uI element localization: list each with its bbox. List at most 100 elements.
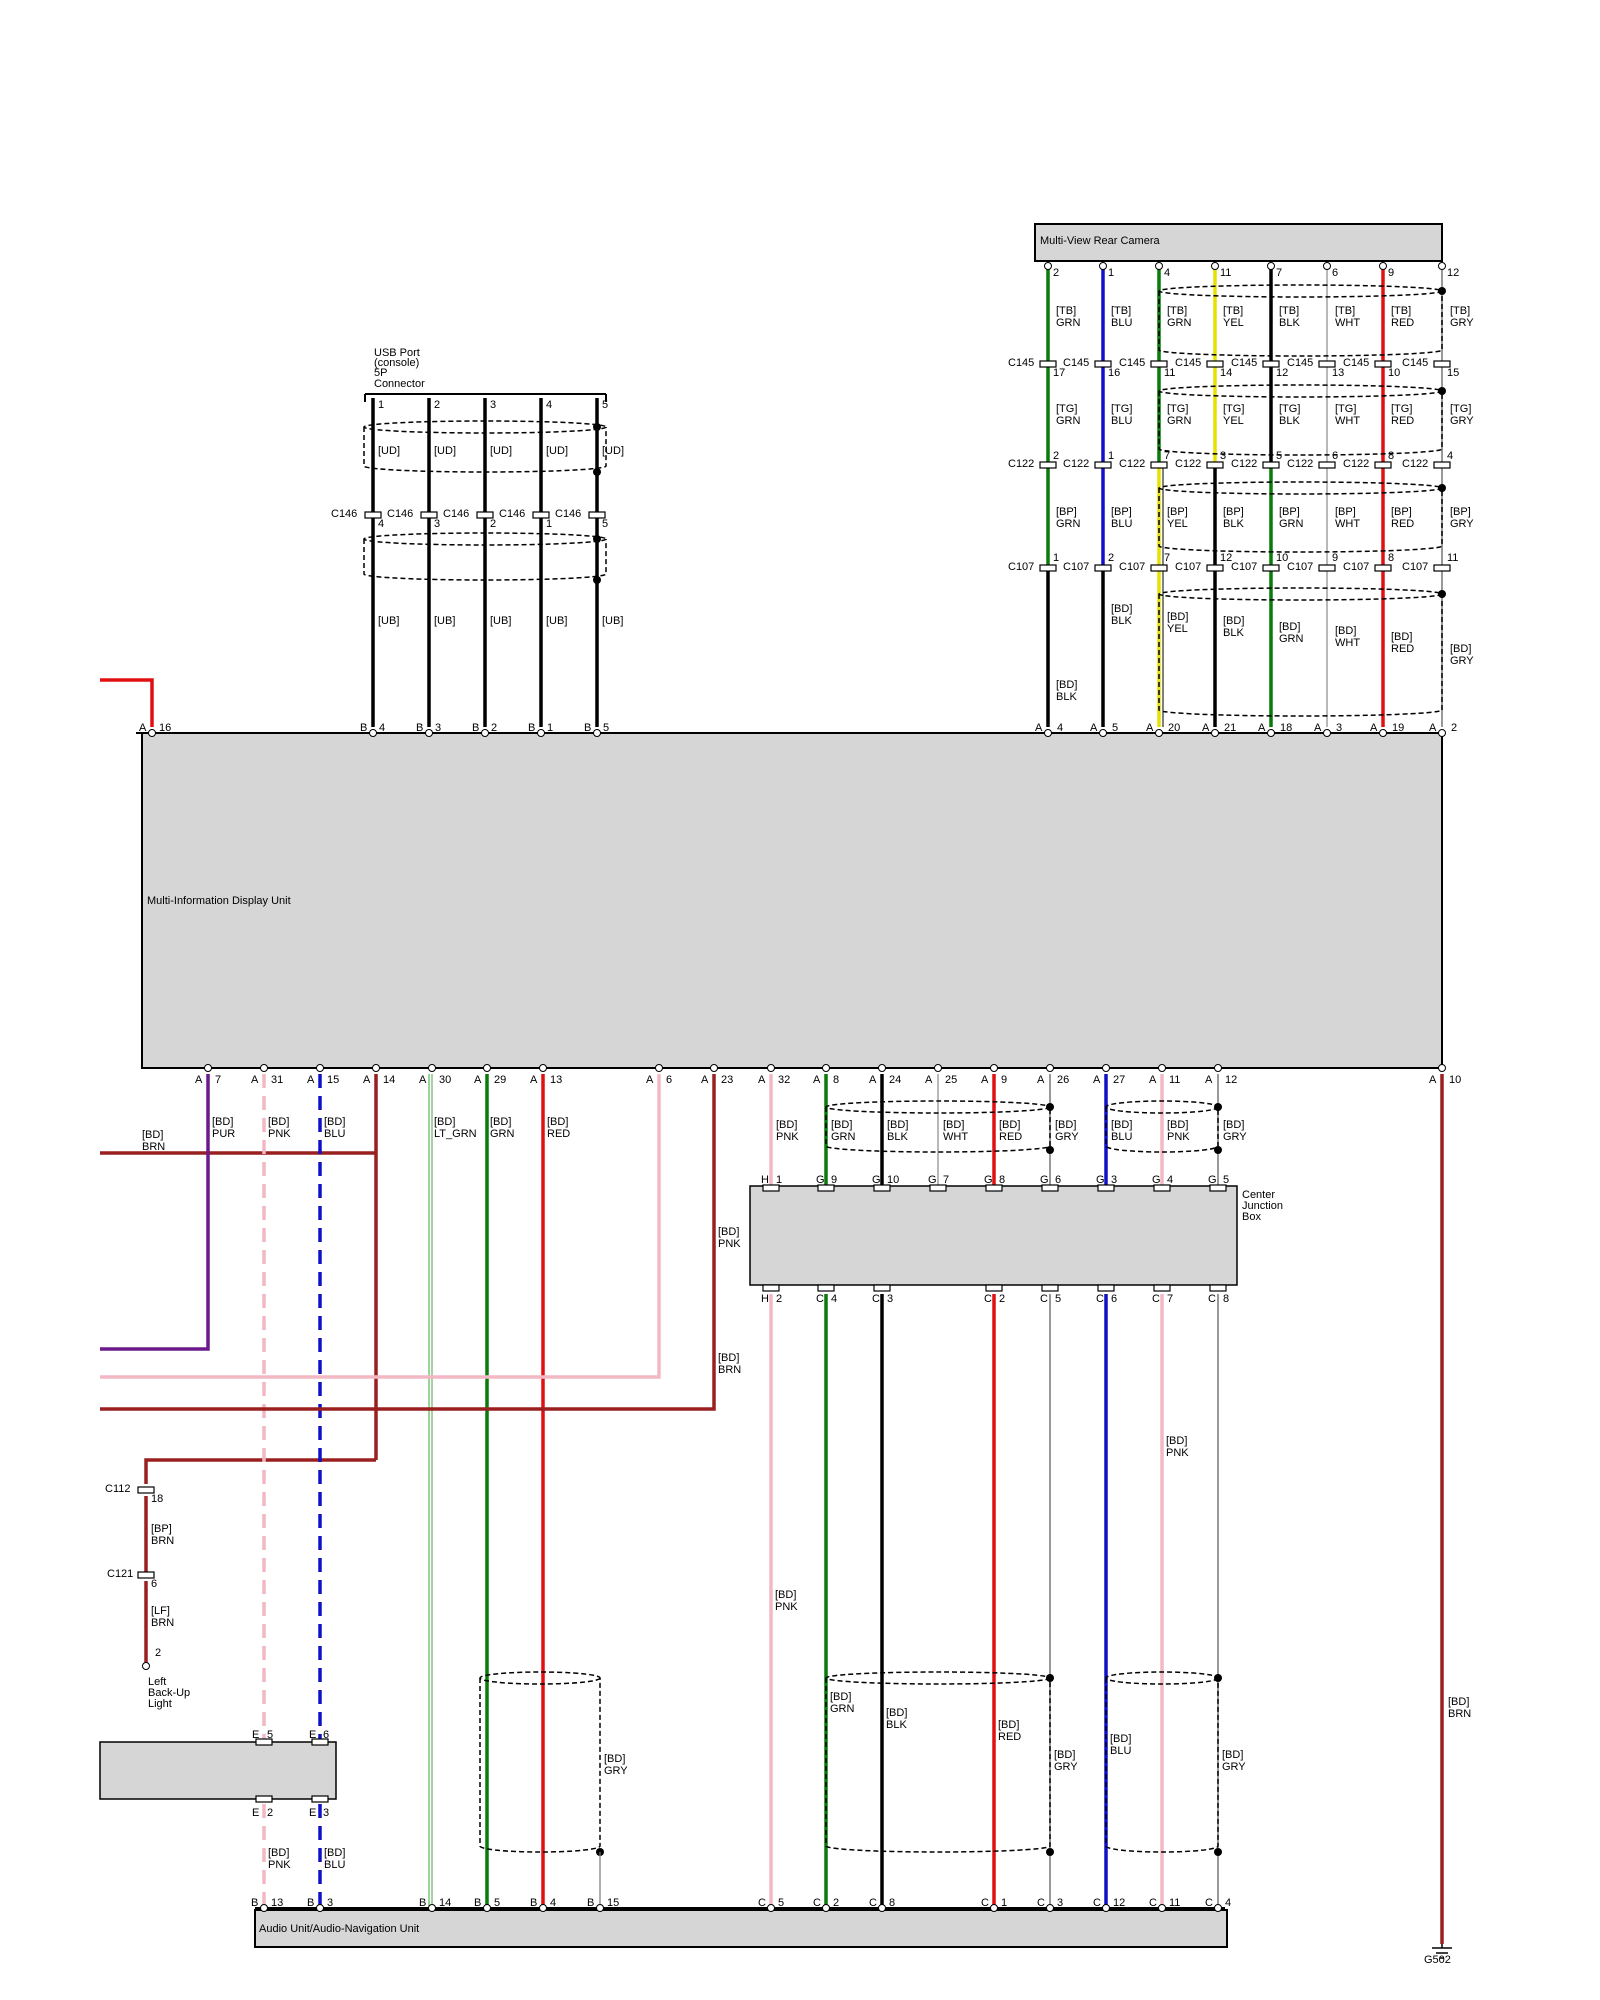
c145-pin: [1433, 360, 1451, 368]
usb-pin-number: 5: [602, 399, 608, 411]
c145-pin-number: 15: [1447, 367, 1459, 379]
bottom-wire-label: RED: [998, 1731, 1021, 1743]
camera-seg4-label: [BD]: [1223, 615, 1244, 627]
c122-pin-number: 3: [1220, 450, 1226, 462]
midu-conn-letter: B: [584, 722, 591, 734]
midu-terminal: [1044, 729, 1052, 737]
e-conn-bottom-pin: [311, 1795, 329, 1803]
c122-pin-number: 2: [1053, 450, 1059, 462]
camera-seg4-label: [BD]: [1450, 643, 1471, 655]
lower-wire-label: [BD]: [142, 1129, 163, 1141]
audio-terminal: [822, 1904, 830, 1912]
audio-pin-number: 1: [1001, 1897, 1007, 1909]
audio-terminal: [483, 1904, 491, 1912]
audio-pin-number: 15: [607, 1897, 619, 1909]
camera-seg2-label: BLK: [1279, 415, 1300, 427]
cjb-conn-letter: G: [816, 1174, 825, 1186]
audio-pin-number: 13: [271, 1897, 283, 1909]
c145-label: C145: [1063, 357, 1089, 369]
midu-conn-letter: A: [758, 1074, 766, 1086]
midu-terminal: [1211, 729, 1219, 737]
cjb-conn-letter: C: [872, 1293, 880, 1305]
backup-light-label-3: Light: [148, 1698, 172, 1710]
bottom-wire-label: GRY: [1222, 1761, 1246, 1773]
camera-seg3-label: RED: [1391, 518, 1414, 530]
midu-bottom-terminal: [767, 1064, 775, 1072]
midu-bottom-terminal: [878, 1064, 886, 1072]
audio-pin-number: 4: [550, 1897, 556, 1909]
c145-pin-number: 10: [1388, 367, 1400, 379]
midu-pin-number: 8: [833, 1074, 839, 1086]
cjb-pin-number: 4: [831, 1293, 837, 1305]
audio-pin-number: 3: [327, 1897, 333, 1909]
c122-label: C122: [1008, 458, 1034, 470]
midu-conn-letter: A: [1090, 722, 1098, 734]
c107-pin: [1206, 564, 1224, 572]
audio-conn-letter: C: [1037, 1897, 1045, 1909]
midu-conn-letter: B: [416, 722, 423, 734]
c107-pin-number: 8: [1388, 552, 1394, 564]
c145-pin-number: 17: [1053, 367, 1065, 379]
c145-pin-number: 16: [1108, 367, 1120, 379]
multi-information-display-unit: Multi-Information Display Unit: [136, 732, 1443, 1069]
c122-label: C122: [1231, 458, 1257, 470]
midu-pin-number: 14: [383, 1074, 395, 1086]
c122-pin-number: 7: [1164, 450, 1170, 462]
midu-terminal: [1099, 729, 1107, 737]
midu-conn-letter: A: [1429, 722, 1437, 734]
camera-seg4-label: [BD]: [1167, 611, 1188, 623]
c112-pin: [137, 1486, 155, 1494]
usb-harness-label: [UD]: [602, 445, 624, 457]
shield-drain-dot: [1438, 484, 1446, 492]
c122-pin-number: 8: [1388, 450, 1394, 462]
midu-bottom-terminal: [1102, 1064, 1110, 1072]
c145-pin-number: 14: [1220, 367, 1232, 379]
camera-seg3-label: [BP]: [1279, 506, 1300, 518]
c146-pin-number: 1: [546, 518, 552, 530]
lower-wire-label: GRN: [490, 1128, 515, 1140]
camera-pin-number: 12: [1447, 267, 1459, 279]
cjb-conn-letter: G: [1040, 1174, 1049, 1186]
audio-pin-number: 12: [1113, 1897, 1125, 1909]
usb-pin-number: 4: [546, 399, 552, 411]
cjb-shield: [825, 1107, 1051, 1153]
camera-seg4-label: WHT: [1335, 637, 1360, 649]
camera-label: Multi-View Rear Camera: [1040, 235, 1160, 247]
midu-pin-number: 11: [1169, 1074, 1180, 1086]
cjb-conn-letter: C: [816, 1293, 824, 1305]
c145-pin: [1150, 360, 1168, 368]
backup-seg2-label: BRN: [151, 1617, 174, 1629]
camera-seg3-label: [BP]: [1335, 506, 1356, 518]
shield-drain-dot: [1438, 590, 1446, 598]
midu-pin-number: 27: [1113, 1074, 1125, 1086]
camera-seg3-label: [BP]: [1056, 506, 1077, 518]
lower-wire-label: [BD]: [718, 1352, 739, 1364]
wire-pnk: [100, 1074, 661, 1379]
midu-bottom-terminal: [1438, 1064, 1446, 1072]
midu-terminal: [369, 729, 377, 737]
cjb-pin-number: 7: [943, 1174, 949, 1186]
midu-conn-letter: A: [1370, 722, 1378, 734]
cjb-conn-letter: C: [1152, 1293, 1160, 1305]
camera-seg2-label: GRN: [1056, 415, 1081, 427]
midu-pin-number: 25: [945, 1074, 957, 1086]
wire-pur: [100, 1074, 210, 1351]
camera-shield-3: [1158, 481, 1443, 495]
midu-pin-number: 1: [547, 722, 553, 734]
c146-pin: [420, 511, 438, 519]
c122-pin: [1094, 461, 1112, 469]
midu-conn-letter: A: [1314, 722, 1322, 734]
usb-pin-number: 2: [434, 399, 440, 411]
camera-seg2-label: [TG]: [1056, 403, 1077, 415]
camera-seg3-label: BLK: [1223, 518, 1244, 530]
camera-pin-number: 4: [1164, 267, 1170, 279]
camera-seg2-label: [TG]: [1391, 403, 1412, 415]
audio-conn-letter: C: [981, 1897, 989, 1909]
splice-dot: [1046, 1674, 1054, 1682]
cjb-pin-number: 3: [1111, 1174, 1117, 1186]
cjb-top-label: [BD]: [887, 1119, 908, 1131]
splice-dot: [593, 535, 601, 543]
midu-terminal: [481, 729, 489, 737]
camera-pin-number: 9: [1388, 267, 1394, 279]
